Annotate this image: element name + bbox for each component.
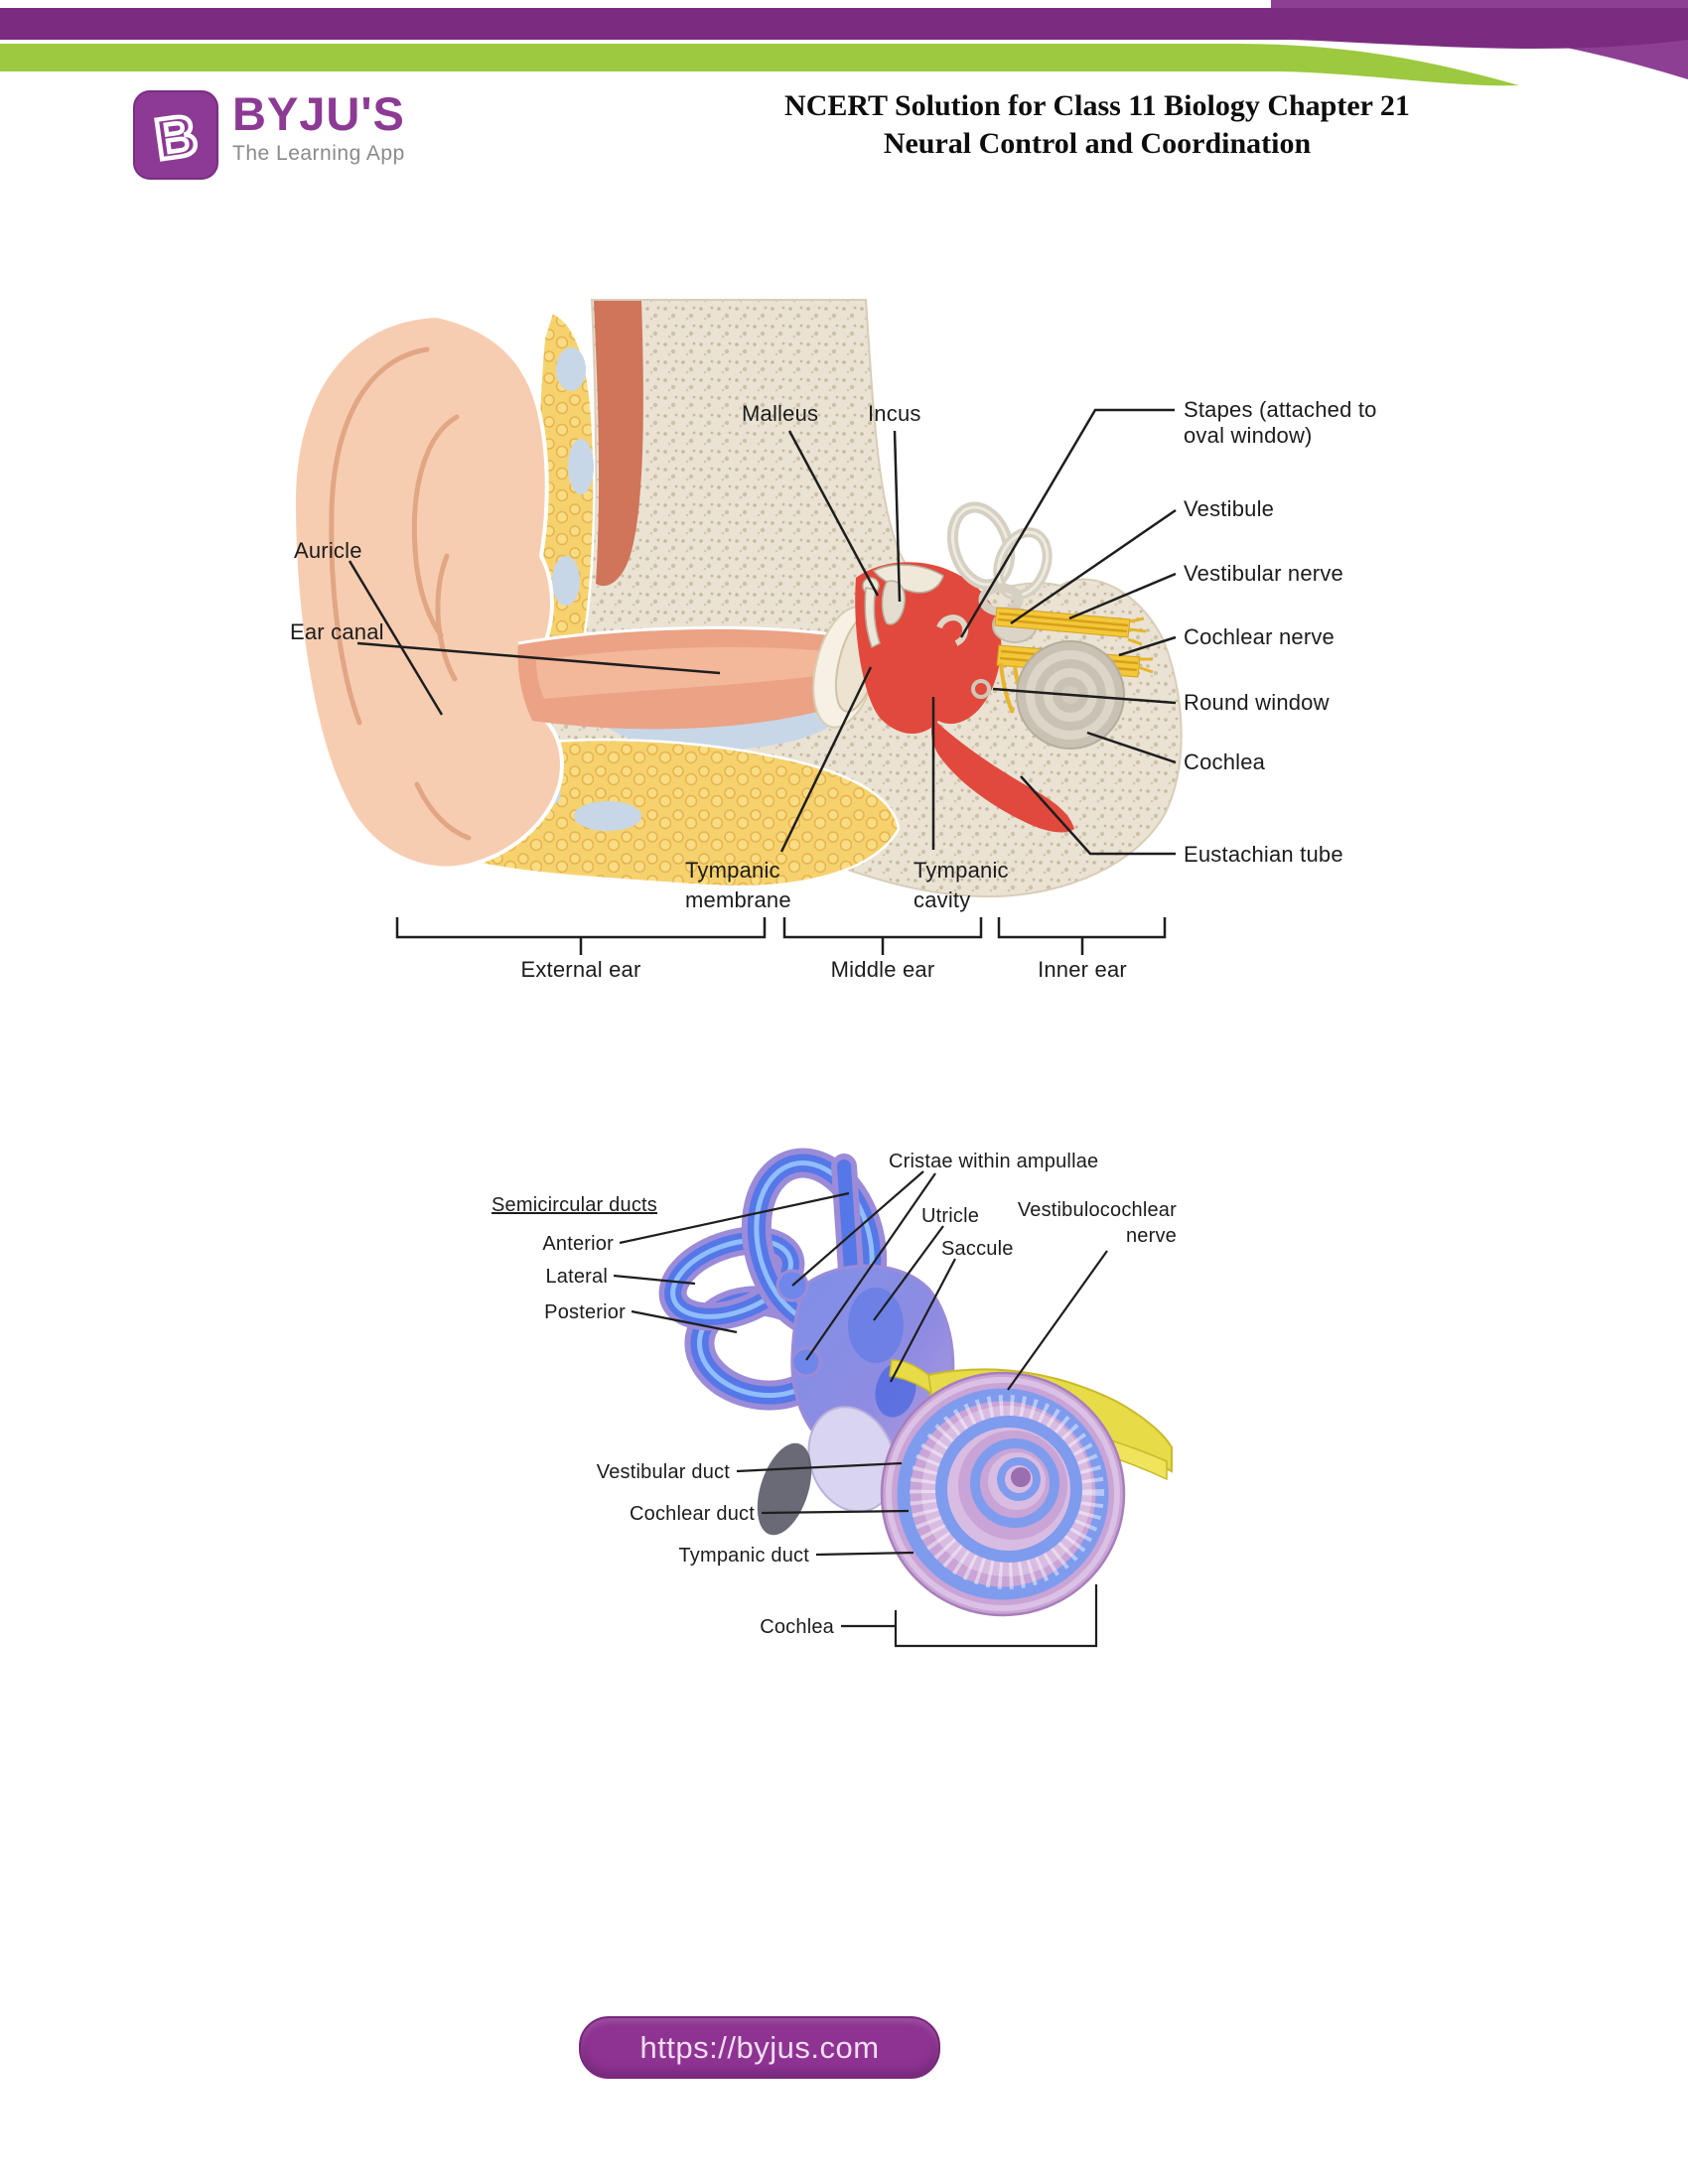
label-tympanic-membrane: Tympanic membrane xyxy=(685,858,791,912)
bracket-middle-ear xyxy=(782,917,983,955)
label-inner-ear: Inner ear xyxy=(1038,957,1127,982)
byjus-logo-badge: B xyxy=(133,90,218,180)
label-tympanic-duct: Tympanic duct xyxy=(678,1545,809,1567)
leader-anterior xyxy=(619,1191,850,1245)
footer-url-pill[interactable]: https://byjus.com xyxy=(579,2016,940,2079)
label-malleus: Malleus xyxy=(742,401,819,426)
label-semicircular-ducts: Semicircular ducts xyxy=(492,1194,657,1216)
label-utricle: Utricle xyxy=(921,1205,980,1227)
leader-vestibular-duct xyxy=(736,1461,903,1473)
leader-eustachian xyxy=(1020,775,1176,856)
stapes-shape xyxy=(936,614,969,646)
ampulla-lower-shape xyxy=(790,1346,822,1378)
logo-letter: B xyxy=(151,102,202,172)
label-posterior: Posterior xyxy=(544,1301,626,1323)
leader-malleus xyxy=(787,430,880,597)
bracket-inner-ear xyxy=(997,917,1167,955)
leader-cochlear-duct xyxy=(761,1509,910,1515)
label-tympanic-cavity: Tympanic cavity xyxy=(914,858,1009,912)
brand-tagline: The Learning App xyxy=(232,142,405,165)
bracket-external-ear xyxy=(395,917,767,955)
round-window-shape xyxy=(971,679,991,699)
label-ear-canal: Ear canal xyxy=(290,619,384,644)
leader-vcn xyxy=(1007,1250,1108,1391)
header-ribbon xyxy=(0,0,1688,86)
leader-vestibule xyxy=(1010,508,1177,625)
label-auricle: Auricle xyxy=(294,538,362,563)
leader-tympanic-membrane xyxy=(779,666,873,853)
label-eustachian-tube: Eustachian tube xyxy=(1184,842,1343,867)
footer-url: https://byjus.com xyxy=(639,2029,880,2065)
label-incus: Incus xyxy=(868,401,921,426)
ribbon-purple xyxy=(0,8,1688,49)
auricle-shape xyxy=(291,313,564,871)
bracket-cochlea xyxy=(894,1584,1098,1648)
leader-tympanic-duct xyxy=(815,1551,914,1557)
label-round-window: Round window xyxy=(1184,690,1330,715)
leader-saccule xyxy=(890,1258,956,1383)
byjus-logo: B BYJU'S The Learning App xyxy=(131,87,405,183)
ear-canal-shape xyxy=(517,625,870,730)
leader-utricle xyxy=(873,1225,944,1321)
leader-posterior xyxy=(631,1309,738,1334)
label-stapes: Stapes (attached to oval window) xyxy=(1184,397,1377,448)
label-external-ear: External ear xyxy=(520,957,641,982)
label-saccule: Saccule xyxy=(941,1238,1014,1260)
region-brackets xyxy=(395,917,1167,955)
label-cochlear-nerve: Cochlear nerve xyxy=(1184,624,1335,649)
leader-lateral xyxy=(613,1274,696,1286)
leader-incus xyxy=(893,430,902,603)
ribbon-green xyxy=(0,44,1519,86)
page-title-line1: NCERT Solution for Class 11 Biology Chap… xyxy=(784,89,1410,122)
label-vestibule: Vestibule xyxy=(1184,496,1275,521)
auricle-fold-lines xyxy=(329,346,472,841)
label-middle-ear: Middle ear xyxy=(830,957,935,982)
utricle-shape xyxy=(848,1288,904,1363)
diagram1-ear-cross-section xyxy=(291,299,1183,955)
leader-cristae-b xyxy=(805,1172,936,1361)
label-anterior: Anterior xyxy=(542,1233,614,1255)
page-title: NCERT Solution for Class 11 Biology Chap… xyxy=(626,87,1569,163)
leader-ear-canal xyxy=(356,641,721,675)
label-lateral: Lateral xyxy=(545,1266,608,1288)
label-vestibulocochlear-nerve: Vestibulocochlear nerve xyxy=(1017,1199,1177,1247)
leader-cochlear-nerve xyxy=(1118,635,1177,657)
eustachian-tube-shape xyxy=(930,719,1074,833)
leader-auricle xyxy=(348,560,444,716)
leader-round-window xyxy=(992,687,1177,705)
diagram1-leader-lines xyxy=(348,408,1177,856)
label-cochlear-duct: Cochlear duct xyxy=(630,1503,755,1525)
label-vestibular-duct: Vestibular duct xyxy=(596,1461,730,1483)
label-cristae: Cristae within ampullae xyxy=(889,1151,1099,1172)
cochlea-spiral-shape xyxy=(880,1371,1126,1617)
page-title-line2: Neural Control and Coordination xyxy=(883,127,1312,160)
leader-cristae-a xyxy=(791,1170,924,1287)
label-cochlea-2: Cochlea xyxy=(760,1616,834,1638)
leader-vestibular-nerve xyxy=(1068,572,1177,620)
label-vestibular-nerve: Vestibular nerve xyxy=(1184,561,1343,586)
vestibular-nerve-shape xyxy=(994,607,1131,638)
leader-stapes xyxy=(959,408,1175,638)
diagram2-labyrinth xyxy=(613,1148,1173,1648)
brand-name: BYJU'S xyxy=(232,87,405,140)
diagram2-leader-lines xyxy=(613,1170,1108,1648)
muscle-streak xyxy=(594,301,643,587)
leader-cochlea xyxy=(1086,731,1177,764)
label-cochlea-1: Cochlea xyxy=(1184,750,1266,774)
malleus-handle xyxy=(864,587,881,649)
lateral-duct-shape xyxy=(658,1226,805,1331)
